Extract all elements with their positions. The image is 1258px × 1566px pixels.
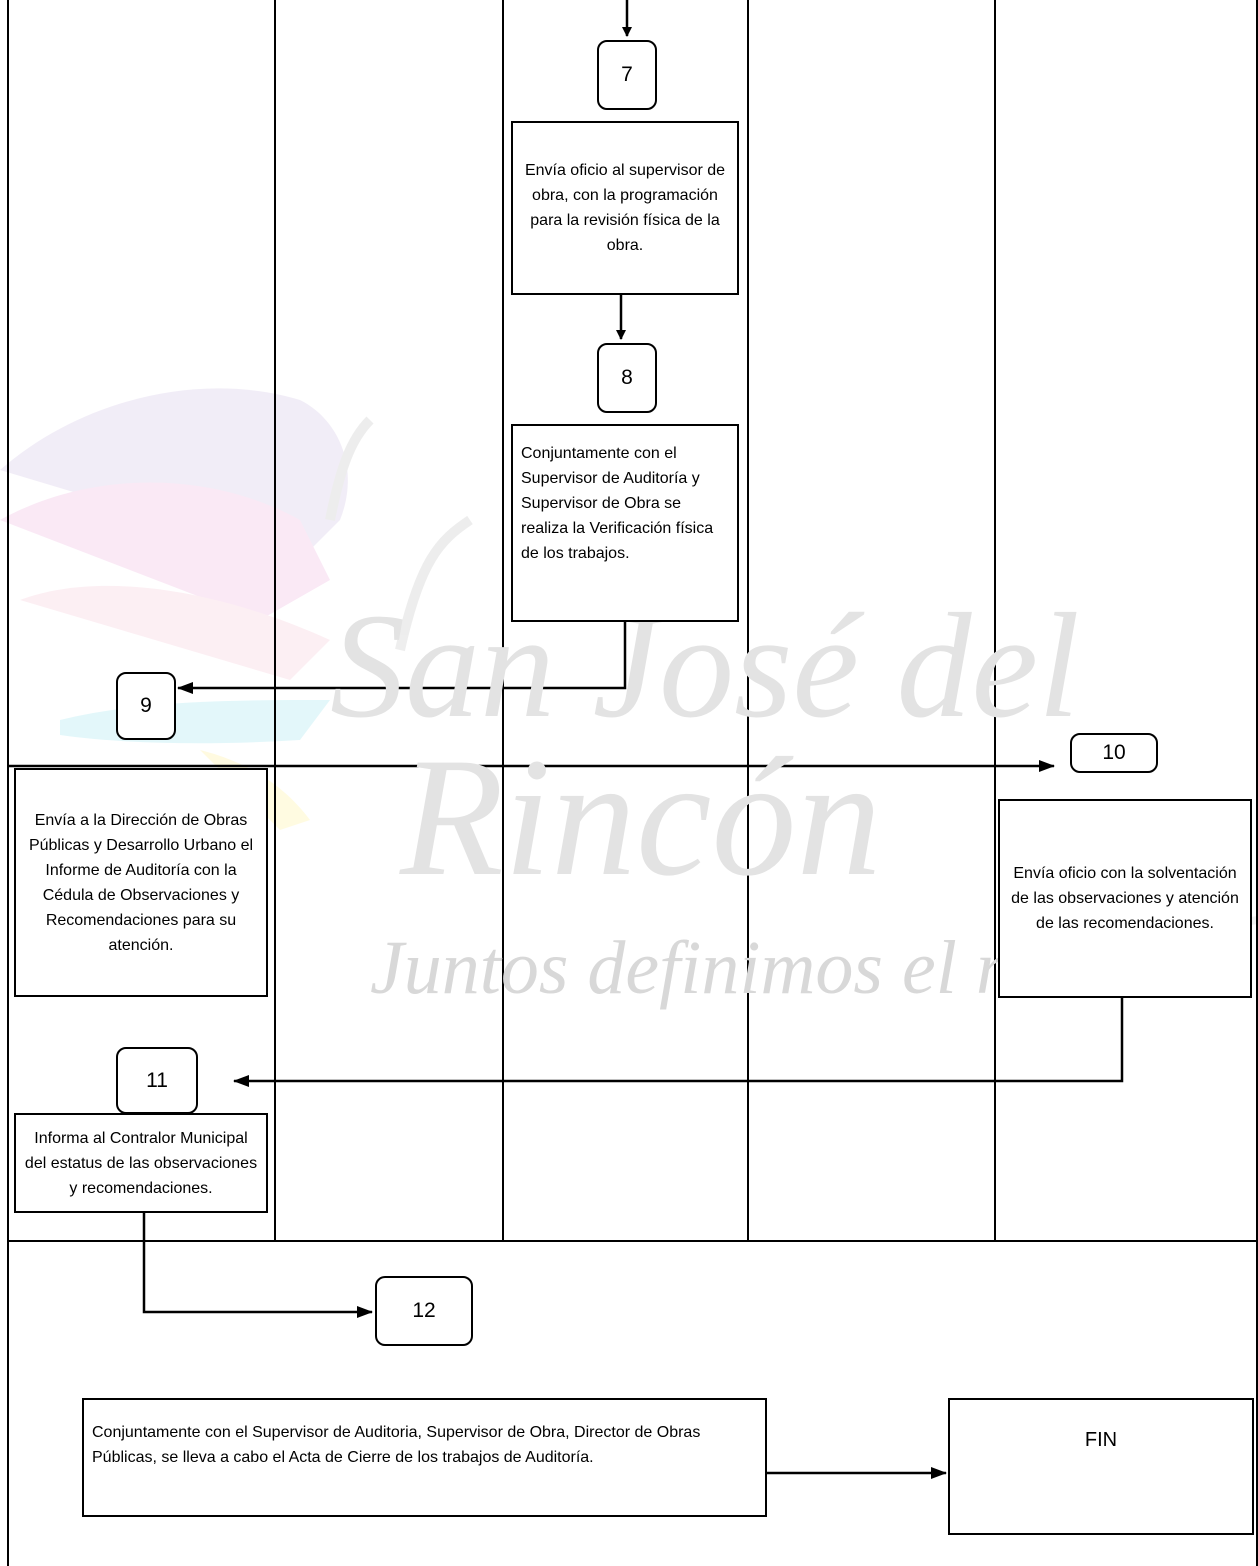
- step-12-box: Conjuntamente con el Supervisor de Audit…: [82, 1398, 767, 1517]
- connector-12: 12: [375, 1276, 473, 1346]
- connector-9: 9: [116, 672, 176, 740]
- step-11-box: Informa al Contralor Municipal del estat…: [14, 1113, 268, 1213]
- step-11-text: Informa al Contralor Municipal del estat…: [22, 1126, 260, 1201]
- step-12-text: Conjuntamente con el Supervisor de Audit…: [92, 1420, 757, 1470]
- end-box: FIN: [948, 1398, 1254, 1535]
- step-7-text: Envía oficio al supervisor de obra, con …: [519, 158, 731, 258]
- step-10-text: Envía oficio con la solventación de las …: [1006, 861, 1244, 936]
- step-8-box: Conjuntamente con el Supervisor de Audit…: [511, 424, 739, 622]
- connector-7: 7: [597, 40, 657, 110]
- connector-8: 8: [597, 343, 657, 413]
- step-10-box: Envía oficio con la solventación de las …: [998, 799, 1252, 998]
- end-label: FIN: [1085, 1428, 1117, 1453]
- step-9-box: Envía a la Dirección de Obras Públicas y…: [14, 768, 268, 997]
- connector-10: 10: [1070, 733, 1158, 773]
- step-9-text: Envía a la Dirección de Obras Públicas y…: [22, 808, 260, 958]
- step-8-text: Conjuntamente con el Supervisor de Audit…: [521, 441, 729, 566]
- step-7-box: Envía oficio al supervisor de obra, con …: [511, 121, 739, 295]
- connector-11: 11: [116, 1047, 198, 1114]
